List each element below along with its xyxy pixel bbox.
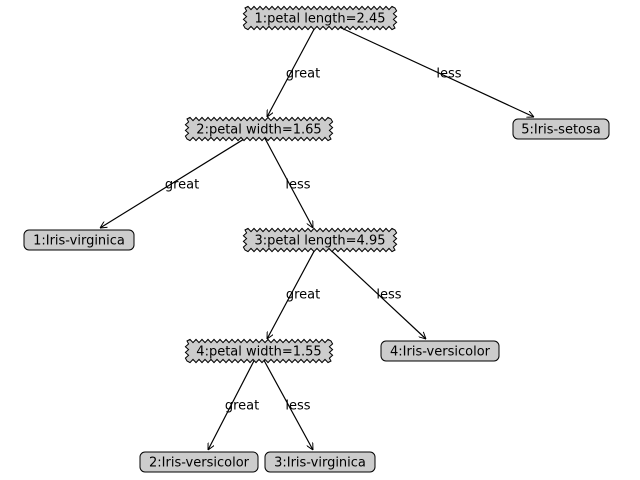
node-box — [184, 116, 334, 142]
edge-label-n1-n2: great — [286, 67, 320, 82]
node-label: 1:Iris-virginica — [33, 234, 125, 249]
edge-label-n6-n9: less — [285, 399, 310, 414]
node-box — [23, 229, 135, 251]
leaf-node-n4: 1:Iris-virginica — [23, 229, 135, 251]
edge-arrow-n2-n4 — [100, 130, 258, 228]
edge-label-n6-n8: great — [225, 399, 259, 414]
leaf-node-n9: 3:Iris-virginica — [264, 451, 376, 473]
edge-label-n1-n3: less — [436, 67, 461, 82]
node-label: 5:Iris-setosa — [521, 123, 600, 138]
node-label: 3:Iris-virginica — [274, 456, 366, 471]
node-box — [242, 5, 398, 31]
node-label: 2:petal width=1.65 — [196, 123, 321, 138]
edge-arrow-n5-n7 — [321, 241, 426, 339]
edge-arrow-n6-n9 — [259, 352, 314, 450]
leaf-node-n8: 2:Iris-versicolor — [139, 451, 259, 473]
edge-arrow-n2-n5 — [260, 130, 314, 228]
edge-arrow-n5-n6 — [266, 241, 320, 339]
edge-label-n5-n6: great — [286, 288, 320, 303]
node-box — [184, 338, 334, 364]
decision-node-n2: 2:petal width=1.65 — [184, 116, 334, 142]
node-box — [264, 451, 376, 473]
node-box — [242, 227, 398, 253]
edge-label-n2-n4: great — [165, 178, 199, 193]
decision-node-n6: 4:petal width=1.55 — [184, 338, 334, 364]
node-label: 4:petal width=1.55 — [196, 345, 321, 360]
leaf-node-n7: 4:Iris-versicolor — [380, 340, 500, 362]
node-box — [139, 451, 259, 473]
decision-node-n5: 3:petal length=4.95 — [242, 227, 398, 253]
leaf-node-n3: 5:Iris-setosa — [512, 118, 610, 140]
edge-label-n5-n7: less — [376, 288, 401, 303]
node-label: 2:Iris-versicolor — [149, 456, 250, 471]
node-box — [512, 118, 610, 140]
edge-label-n2-n5: less — [285, 178, 310, 193]
node-label: 1:petal length=2.45 — [255, 12, 386, 27]
decision-node-n1: 1:petal length=2.45 — [242, 5, 398, 31]
edge-arrow-n1-n3 — [321, 18, 534, 117]
node-label: 3:petal length=4.95 — [255, 234, 386, 249]
node-label: 4:Iris-versicolor — [390, 345, 491, 360]
edge-arrow-n6-n8 — [207, 352, 259, 450]
edge-arrow-n1-n2 — [266, 19, 320, 117]
node-box — [380, 340, 500, 362]
